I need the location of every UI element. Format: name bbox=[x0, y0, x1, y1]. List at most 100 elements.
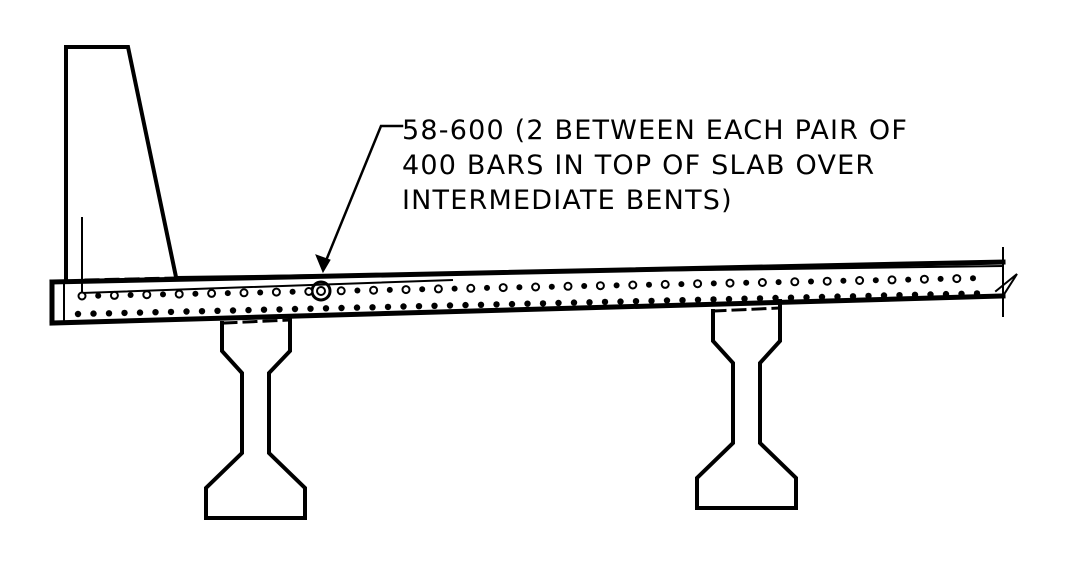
top-bar-solid bbox=[937, 275, 944, 282]
right-girder-bearing-dashed-line bbox=[711, 306, 782, 313]
bottom-bar bbox=[942, 290, 950, 298]
bottom-bar bbox=[508, 300, 516, 308]
bottom-bar bbox=[772, 294, 779, 302]
bottom-bar bbox=[710, 296, 717, 303]
bottom-bar bbox=[260, 306, 268, 313]
bottom-bar bbox=[477, 301, 485, 308]
slab-bottom-line bbox=[49, 293, 1006, 326]
bottom-bar bbox=[927, 291, 934, 298]
bottom-bar bbox=[679, 297, 686, 304]
left-girder-bearing-dashed-line bbox=[222, 318, 292, 325]
top-bar-solid bbox=[808, 278, 814, 285]
bottom-bar bbox=[865, 292, 872, 300]
top-bar-open bbox=[174, 289, 184, 299]
callout-line-3: INTERMEDIATE BENTS) bbox=[402, 185, 733, 216]
top-bar-solid bbox=[419, 286, 426, 293]
top-bar-solid bbox=[224, 290, 231, 297]
bottom-bar bbox=[214, 307, 221, 314]
top-bar-open bbox=[466, 283, 476, 293]
bottom-bar bbox=[648, 297, 655, 305]
top-bar-open bbox=[887, 275, 897, 285]
top-bar-solid bbox=[289, 288, 296, 295]
bottom-bar bbox=[493, 301, 500, 308]
top-bar-solid bbox=[646, 281, 652, 288]
bottom-reinforcement-row bbox=[74, 290, 981, 318]
top-bar-open bbox=[142, 290, 152, 300]
bottom-bar bbox=[152, 309, 159, 316]
top-bar-open bbox=[790, 277, 800, 287]
bottom-bar bbox=[291, 305, 299, 313]
callout-leader-line bbox=[321, 124, 404, 270]
top-bar-solid bbox=[354, 287, 361, 294]
slab-top-inner-line bbox=[174, 264, 1005, 279]
bottom-bar bbox=[229, 307, 237, 314]
top-bar-open bbox=[919, 274, 929, 284]
bottom-bar bbox=[121, 309, 128, 317]
top-bar-open bbox=[660, 279, 670, 289]
top-bar-open bbox=[207, 288, 217, 298]
bottom-bar bbox=[880, 292, 888, 299]
bottom-bar bbox=[818, 293, 826, 301]
top-bar-open bbox=[563, 281, 573, 291]
bottom-bar bbox=[353, 304, 361, 311]
top-bar-solid bbox=[95, 292, 102, 299]
bottom-bar bbox=[849, 293, 857, 300]
bottom-bar bbox=[617, 298, 624, 305]
bottom-bar bbox=[74, 310, 82, 318]
top-bar-solid bbox=[613, 282, 620, 289]
bottom-bar bbox=[446, 302, 454, 309]
bottom-bar bbox=[694, 296, 702, 303]
highlighted-bar-inner bbox=[316, 286, 326, 296]
bottom-bar bbox=[834, 293, 841, 300]
top-bar-open bbox=[239, 288, 249, 298]
bottom-bar bbox=[741, 295, 748, 302]
top-bar-open bbox=[433, 284, 443, 294]
bottom-bar bbox=[539, 300, 547, 307]
top-bar-solid bbox=[386, 286, 393, 293]
bottom-bar bbox=[338, 304, 345, 312]
top-bar-solid bbox=[484, 284, 490, 291]
top-bar-solid bbox=[710, 280, 717, 287]
barrier-outline bbox=[64, 45, 179, 284]
bottom-bar bbox=[307, 305, 314, 312]
top-bar-open bbox=[952, 274, 962, 284]
top-bar-open bbox=[498, 283, 508, 293]
callout-arrowhead bbox=[315, 254, 331, 274]
bottom-bar bbox=[369, 304, 376, 311]
bottom-bar bbox=[384, 303, 392, 311]
top-bar-solid bbox=[905, 276, 912, 283]
bottom-bar bbox=[586, 299, 593, 306]
right-girder-outline bbox=[695, 299, 798, 510]
top-bar-open bbox=[693, 279, 703, 289]
callout-line-2: 400 BARS IN TOP OF SLAB OVER bbox=[402, 150, 876, 181]
top-bar-solid bbox=[581, 283, 588, 289]
top-bar-open bbox=[401, 285, 411, 295]
top-bar-open bbox=[109, 290, 119, 300]
top-bar-open bbox=[77, 291, 87, 301]
bar-callout-note: 58-600 (2 BETWEEN EACH PAIR OF 400 BARS … bbox=[402, 113, 908, 218]
top-bar-solid bbox=[127, 292, 134, 298]
top-bar-solid bbox=[192, 290, 199, 297]
bottom-bar bbox=[787, 294, 795, 301]
bottom-bar bbox=[136, 309, 144, 316]
top-bar-open bbox=[757, 278, 767, 287]
bottom-bar bbox=[167, 308, 175, 316]
bottom-bar bbox=[632, 298, 640, 305]
top-bar-open bbox=[855, 276, 865, 285]
top-bar-solid bbox=[257, 289, 264, 296]
top-bar-solid bbox=[548, 283, 555, 290]
top-bar-open bbox=[628, 280, 638, 290]
bottom-bar bbox=[322, 305, 330, 312]
bottom-bar bbox=[803, 294, 810, 301]
bottom-bar bbox=[725, 295, 733, 303]
top-bar-solid bbox=[743, 279, 750, 286]
bottom-bar bbox=[462, 301, 469, 309]
bottom-bar bbox=[276, 306, 283, 313]
top-bar-open bbox=[271, 287, 281, 297]
bottom-bar bbox=[958, 290, 965, 297]
bottom-bar bbox=[896, 292, 903, 299]
top-bar-open bbox=[369, 285, 379, 295]
top-bar-solid bbox=[775, 279, 782, 286]
bottom-bar bbox=[555, 299, 562, 307]
